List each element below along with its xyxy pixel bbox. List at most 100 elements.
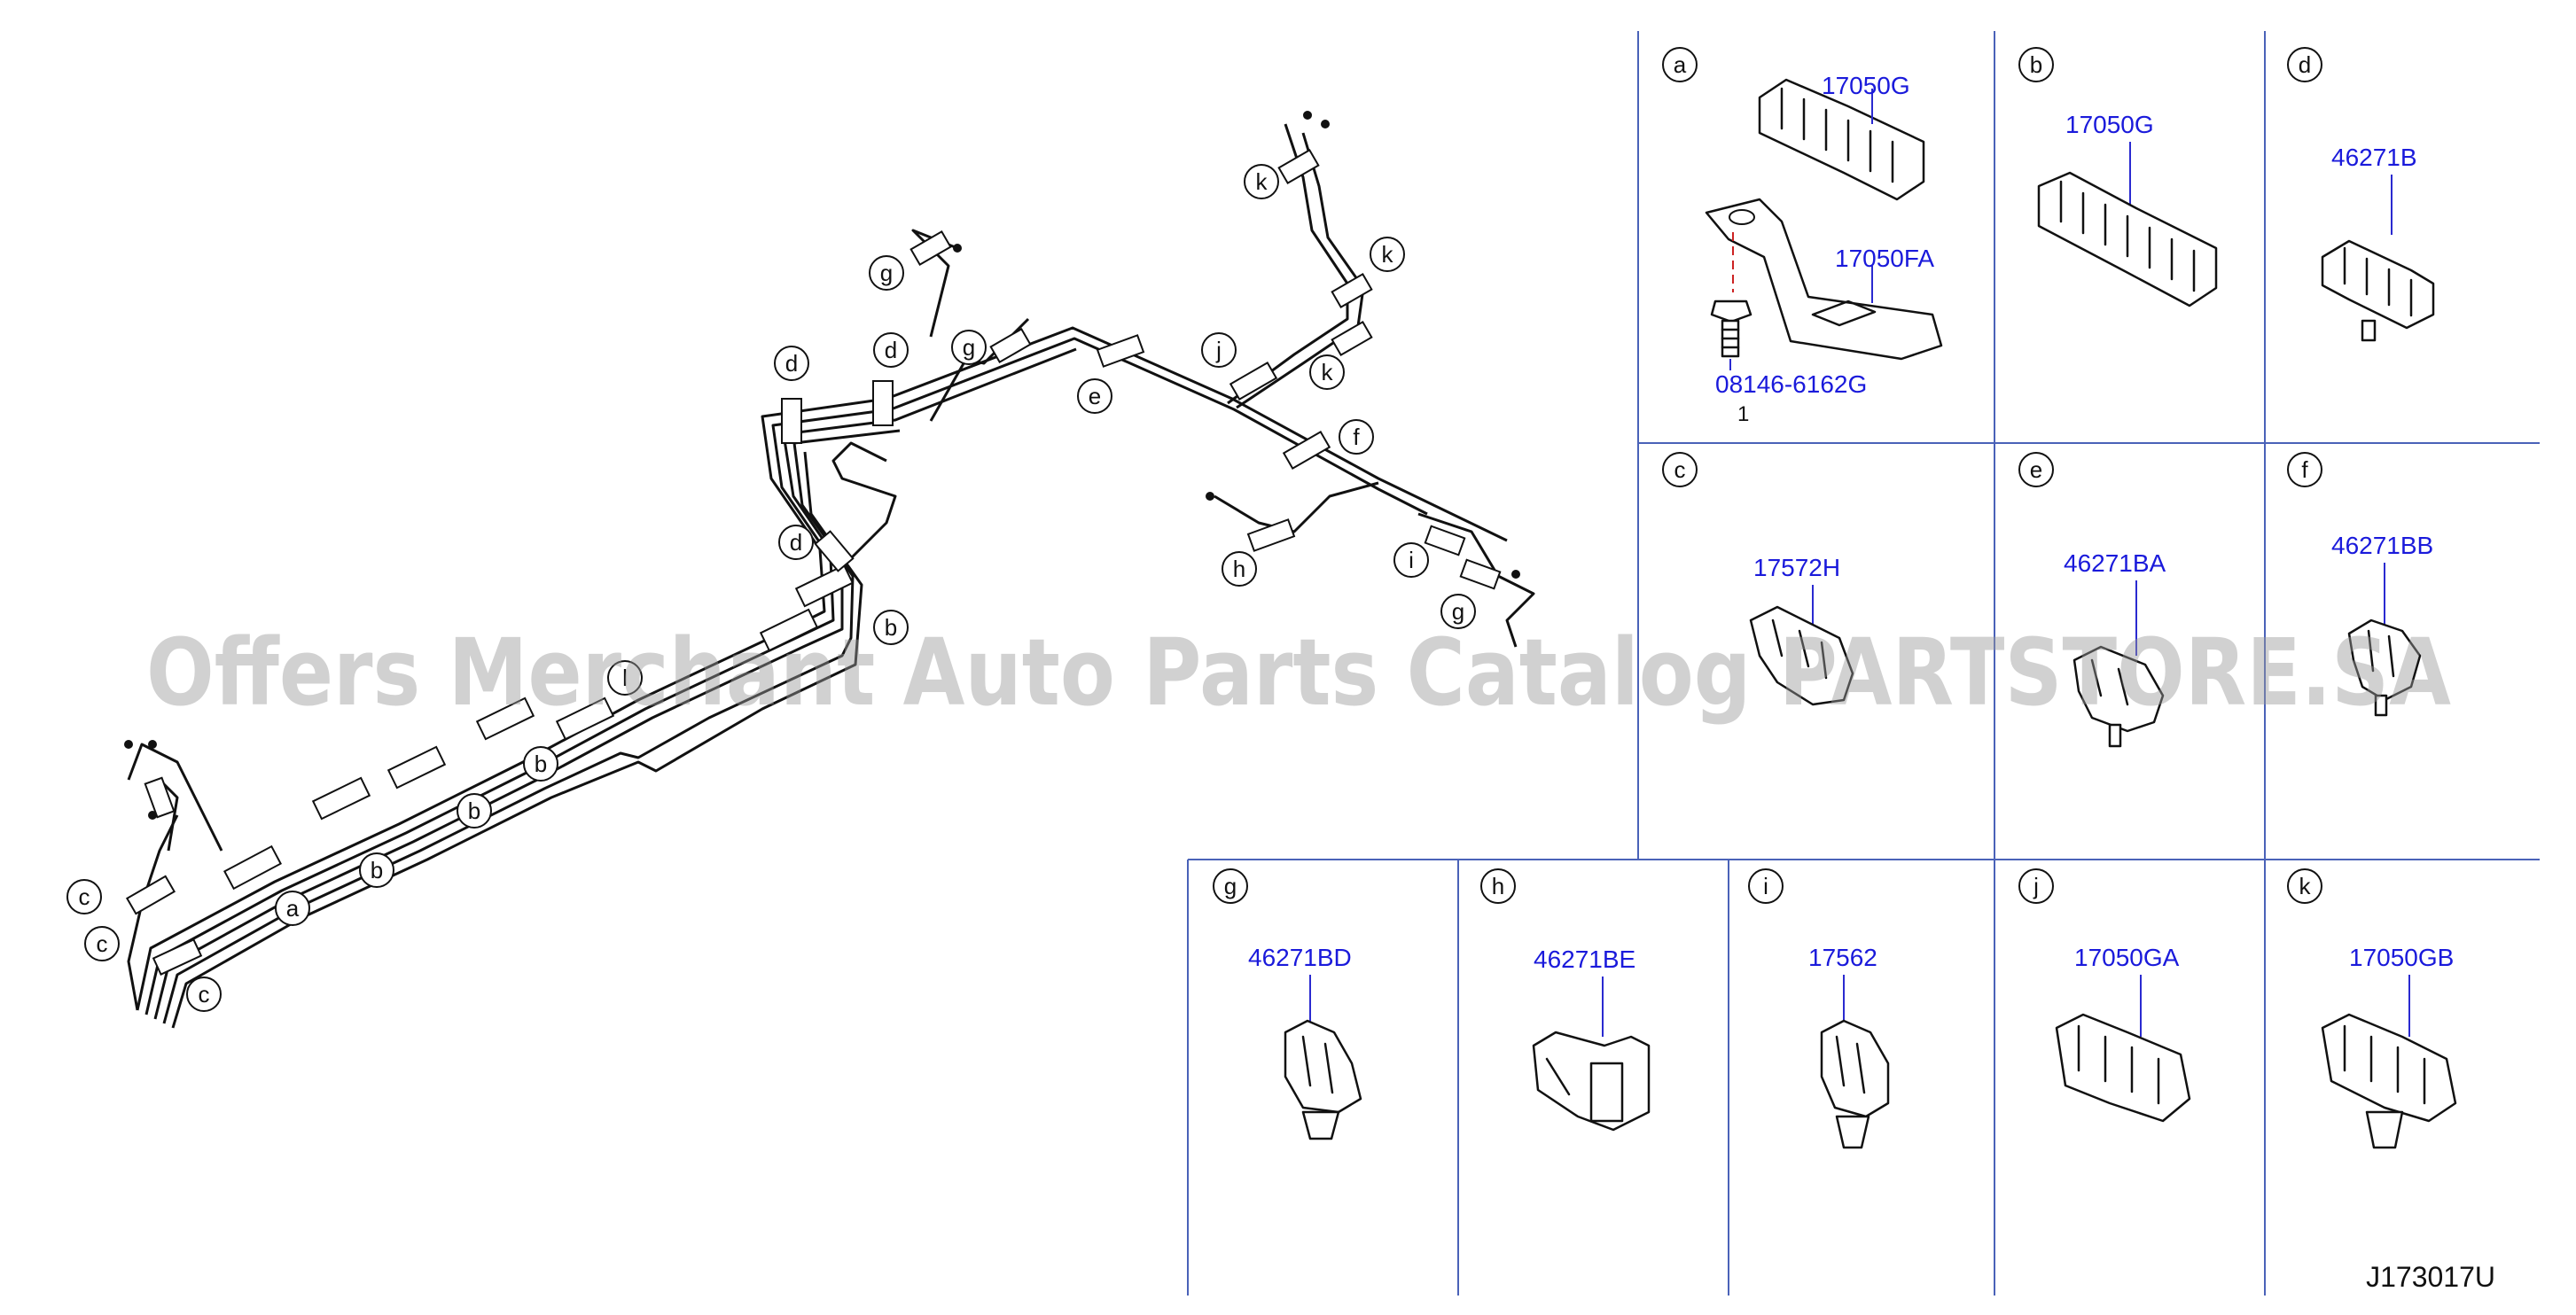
- callout-h: h: [1222, 551, 1257, 587]
- part-number-17050G: 17050G: [2065, 111, 2154, 138]
- cell-d: d 46271B: [2287, 47, 2435, 342]
- svg-text:b: b: [468, 798, 480, 824]
- cell-g: g 46271BD: [1213, 868, 1362, 1140]
- cell-i: i 17562: [1748, 868, 1890, 1149]
- clip-part-i: [1820, 1019, 1890, 1149]
- callout-e: e: [1077, 378, 1112, 414]
- callout-b: b: [873, 610, 909, 645]
- callout-c: c: [84, 926, 120, 961]
- callout-d: d: [778, 525, 814, 560]
- svg-text:b: b: [535, 751, 547, 777]
- callout-k: k: [1309, 354, 1345, 390]
- callout-g: g: [1440, 594, 1476, 629]
- callout-k: k: [1244, 164, 1279, 199]
- clip-part-k: [2321, 1013, 2457, 1149]
- callout-b: b: [457, 793, 492, 829]
- callout-c: c: [66, 879, 102, 914]
- svg-text:c: c: [1674, 456, 1686, 483]
- clip-part-c: [1749, 605, 1854, 706]
- clip-part-e: [2073, 645, 2165, 748]
- svg-text:i: i: [1409, 547, 1414, 573]
- watermark-text: Offers Merchant Auto Parts Catalog PARTS…: [146, 619, 2451, 727]
- part-number-17050GA: 17050GA: [2074, 944, 2180, 971]
- cell-c: c 17572H: [1662, 452, 1854, 706]
- callout-l: l: [607, 660, 643, 696]
- pipe-assembly: a b b b b c c c d d d e f g g g h i j k …: [66, 111, 1535, 1029]
- clip-part-f: [2347, 619, 2422, 717]
- callout-a: a: [275, 891, 310, 926]
- svg-text:l: l: [622, 665, 628, 691]
- svg-text:h: h: [1233, 556, 1245, 582]
- part-number-46271B: 46271B: [2331, 144, 2417, 171]
- part-number-17050FA: 17050FA: [1835, 245, 1934, 272]
- cell-b: b 17050G: [2018, 47, 2218, 307]
- callout-j: j: [1201, 332, 1237, 368]
- part-number-46271BE: 46271BE: [1534, 945, 1635, 973]
- diagram-code: J173017U: [2366, 1261, 2495, 1293]
- svg-text:k: k: [1382, 241, 1394, 268]
- clip-part-a: [1758, 78, 1925, 201]
- svg-text:g: g: [963, 334, 975, 361]
- cell-e: e 46271BA: [2018, 452, 2166, 748]
- clip-part-b: [2037, 171, 2218, 307]
- clip-part-g: [1284, 1019, 1362, 1140]
- svg-text:f: f: [2301, 456, 2308, 483]
- part-number-46271BD: 46271BD: [1248, 944, 1352, 971]
- svg-text:d: d: [885, 337, 897, 363]
- svg-text:e: e: [1089, 383, 1101, 409]
- svg-text:g: g: [880, 260, 893, 286]
- clip-part-h: [1532, 1031, 1651, 1132]
- clip-part-j: [2055, 1013, 2191, 1123]
- svg-text:g: g: [1452, 598, 1464, 625]
- svg-text:k: k: [1322, 359, 1334, 385]
- callout-c: c: [186, 977, 222, 1012]
- svg-text:h: h: [1492, 873, 1504, 899]
- part-number-46271BB: 46271BB: [2331, 532, 2433, 559]
- cell-a: a 17050G 17050FA 08146-6162G 1: [1662, 47, 1943, 426]
- svg-text:j: j: [2033, 873, 2039, 899]
- callout-d: d: [774, 346, 809, 381]
- svg-text:d: d: [785, 350, 798, 377]
- svg-text:k: k: [1256, 168, 1268, 195]
- cell-f: f 46271BB: [2287, 452, 2433, 717]
- cell-j: j 17050GA: [2018, 868, 2191, 1123]
- svg-text:k: k: [2299, 873, 2312, 899]
- svg-text:c: c: [97, 930, 108, 957]
- part-number-46271BA: 46271BA: [2064, 549, 2166, 577]
- svg-text:b: b: [885, 614, 897, 641]
- callout-b: b: [359, 852, 394, 888]
- callout-g: g: [869, 255, 904, 291]
- svg-text:d: d: [790, 529, 802, 556]
- bolt-part-a: [1710, 300, 1752, 358]
- part-number-17050GB: 17050GB: [2349, 944, 2454, 971]
- callout-g: g: [951, 330, 987, 365]
- svg-text:e: e: [2030, 456, 2042, 483]
- cell-h: h 46271BE: [1480, 868, 1651, 1132]
- svg-text:a: a: [286, 895, 300, 922]
- callout-i: i: [1393, 542, 1429, 578]
- cell-a-letter: a: [1674, 51, 1687, 78]
- svg-text:i: i: [1763, 873, 1768, 899]
- svg-text:f: f: [1353, 424, 1360, 450]
- clip-part-d: [2321, 239, 2435, 342]
- callout-b: b: [523, 746, 558, 782]
- part-number-08146-6162G: 08146-6162G: [1715, 370, 1867, 398]
- svg-text:b: b: [371, 857, 383, 883]
- svg-text:g: g: [1224, 873, 1237, 899]
- quantity-label: 1: [1737, 402, 1749, 426]
- svg-text:j: j: [1215, 337, 1222, 363]
- callout-f: f: [1339, 419, 1374, 455]
- bracket-part-a: [1705, 198, 1943, 361]
- parts-grid: [1187, 31, 2540, 1296]
- part-number-17572H: 17572H: [1753, 554, 1840, 581]
- callout-k: k: [1370, 237, 1405, 272]
- cell-k: k 17050GB: [2287, 868, 2457, 1149]
- svg-text:c: c: [199, 981, 210, 1008]
- callout-d: d: [873, 332, 909, 368]
- part-number-17562: 17562: [1808, 944, 1877, 971]
- svg-text:d: d: [2299, 51, 2311, 78]
- part-number-17050G: 17050G: [1822, 72, 1910, 99]
- svg-text:c: c: [79, 883, 90, 910]
- svg-text:b: b: [2030, 51, 2042, 78]
